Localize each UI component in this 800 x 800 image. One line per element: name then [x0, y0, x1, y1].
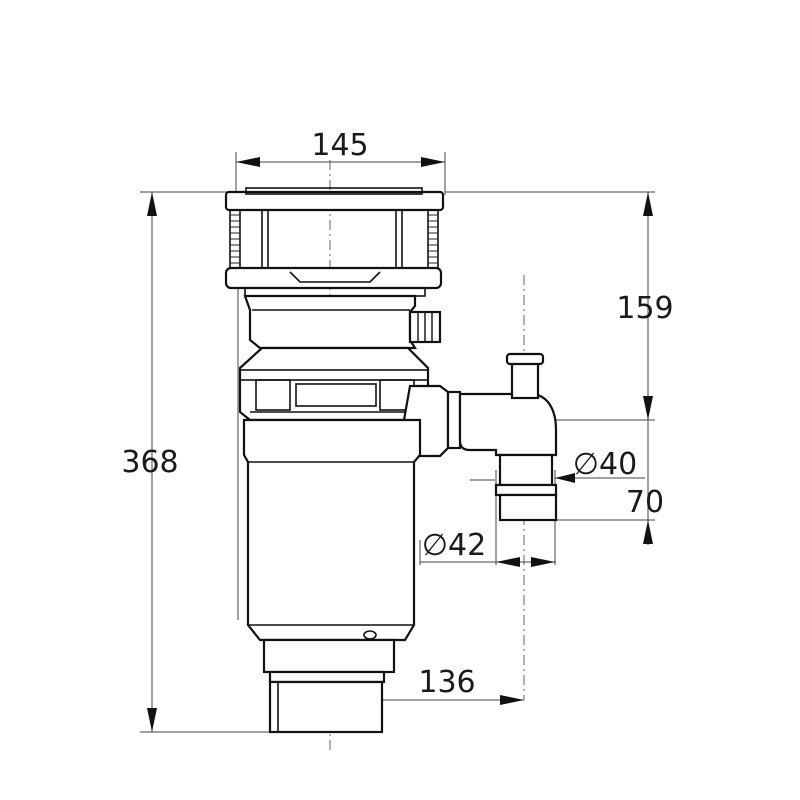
dim-70-label: 70	[626, 485, 664, 520]
dim-145-label: 145	[311, 128, 368, 163]
outlet-elbow	[446, 352, 558, 522]
dim-d42-label: ∅42	[422, 528, 486, 563]
dim-d40	[555, 473, 645, 483]
dim-159-label: 159	[616, 291, 673, 326]
motor-housing	[242, 418, 422, 642]
dim-145	[236, 157, 445, 167]
dim-368-label: 368	[121, 445, 178, 480]
dim-136-label: 136	[418, 665, 475, 700]
dim-368	[147, 192, 157, 732]
base-plate	[268, 680, 384, 734]
dim-159	[643, 192, 653, 420]
dim-d42	[420, 557, 556, 567]
extension-lines	[140, 152, 655, 733]
disposer-unit	[224, 187, 450, 734]
upper-housing	[243, 294, 417, 350]
base-ring	[262, 638, 396, 674]
dim-d40-label: ∅40	[573, 447, 637, 482]
dim-70	[643, 420, 653, 545]
mount-ring	[224, 266, 443, 290]
